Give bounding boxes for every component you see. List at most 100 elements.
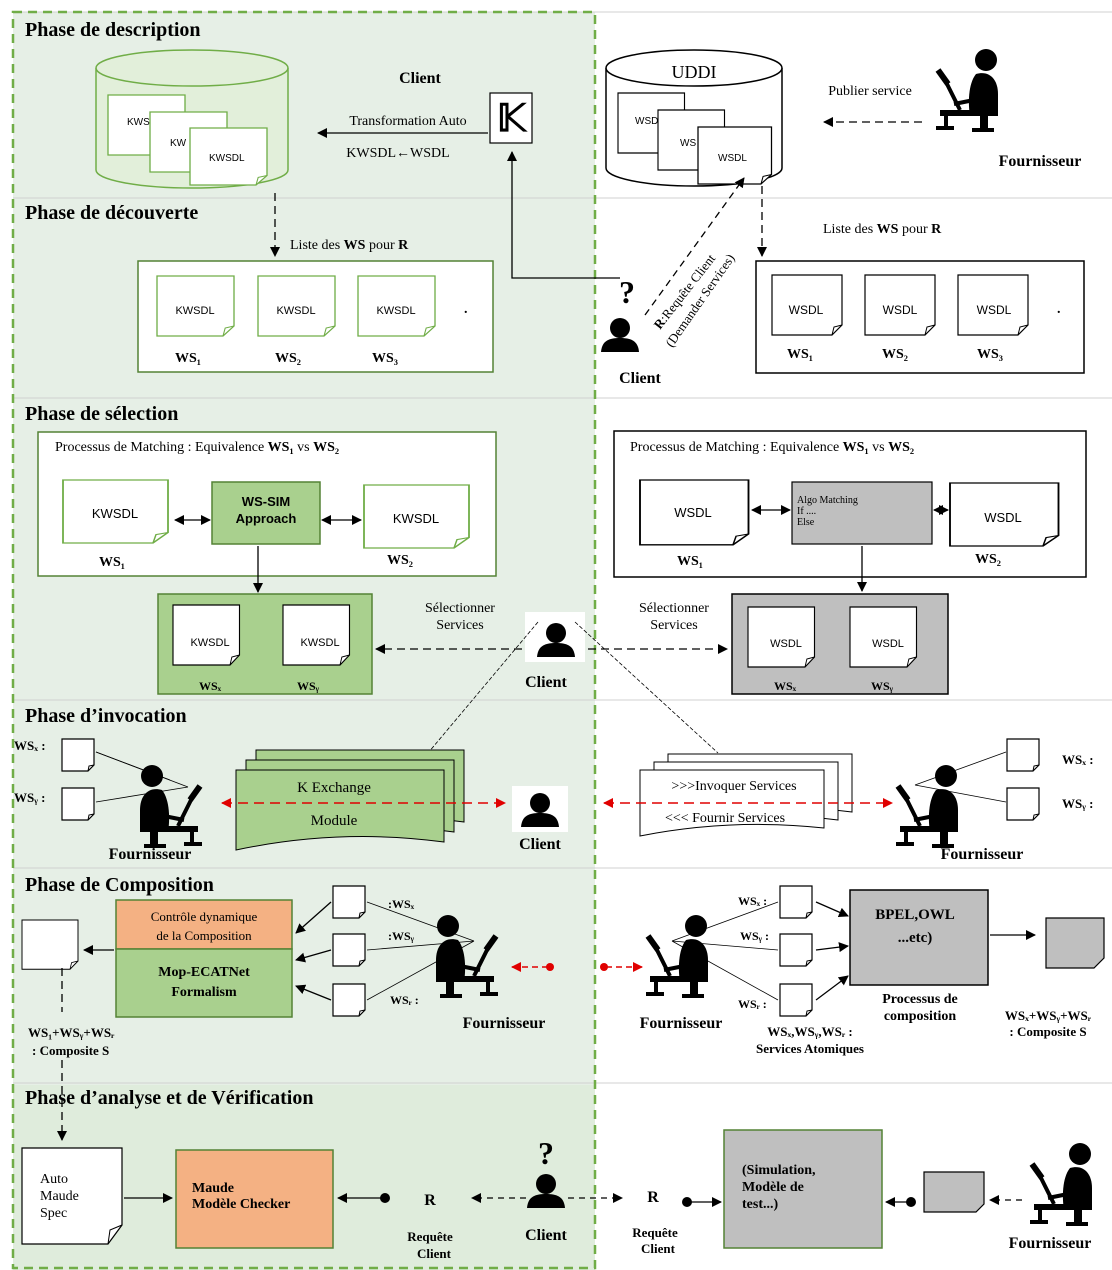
publier-service-label: Publier service: [828, 84, 912, 99]
requete-r-left: R: [424, 1192, 436, 1209]
auto-maude-spec-doc: [21, 1147, 123, 1245]
match-ws2-right: WS₂: [975, 552, 1001, 567]
fournisseur-label-inv-right: Fournisseur: [941, 846, 1024, 863]
composite-left-2: : Composite S: [32, 1043, 109, 1058]
phase-description-title: Phase de description: [25, 19, 201, 41]
algo-line-1: Algo Matching: [797, 495, 858, 506]
more-dot-right: .: [1057, 302, 1061, 317]
wsdl-partial-2: WS: [680, 138, 696, 149]
kwsdl-match-ws2: KWSDL: [393, 511, 439, 526]
sim-label-1: (Simulation,: [742, 1163, 816, 1178]
ws-sim-label-1: WS-SIM: [242, 494, 290, 509]
liste-ws-left: Liste des WS pour R: [290, 238, 409, 253]
k-exchange-label: K Exchange: [297, 780, 371, 796]
match-ws1-left: WS₁: [99, 555, 125, 570]
atomiques-label-1: WSₓ,WSᵧ,WSᵣ :: [767, 1024, 852, 1039]
composite-left-1: WS₁+WSᵧ+WSᵣ: [28, 1025, 115, 1040]
maude-checker-label-2: Modèle Checker: [192, 1197, 290, 1212]
ws3-left: WS₃: [372, 351, 398, 366]
requete-left-1: Requête: [407, 1229, 453, 1244]
composite-doc-analyse: [923, 1171, 985, 1213]
invoquer-label: >>>Invoquer Services: [671, 779, 796, 794]
wsdl-ws3: WSDL: [977, 303, 1012, 317]
phase-decouverte-title: Phase de découverte: [25, 202, 198, 224]
client-to-kexchange-line: [427, 621, 539, 754]
inv-wsx-right: WSₓ :: [1062, 752, 1094, 767]
requete-right-1: Requête: [632, 1225, 678, 1240]
controle-label-2: de la Composition: [156, 928, 252, 943]
ws2-right: WS₂: [882, 347, 908, 362]
left-dashed-frame: [11, 10, 597, 1270]
k-logo-box: [489, 92, 533, 144]
kwsdl-label-partial-2: KW: [170, 138, 187, 149]
wsdl-ws1: WSDL: [789, 303, 824, 317]
inv-wsx-left: WSₓ :: [14, 738, 46, 753]
kwsdl-ws1: KWSDL: [175, 305, 214, 317]
requete-right-2: Client: [641, 1241, 676, 1256]
selected-kwsdl-y: KWSDL: [300, 637, 339, 649]
selected-wsy-left: WSᵧ: [297, 679, 320, 693]
match-ws1-right: WS₁: [677, 554, 703, 569]
selected-wsdl-x: WSDL: [770, 638, 802, 650]
controle-label-1: Contrôle dynamique: [151, 909, 258, 924]
kwsdl-label-3: KWSDL: [209, 153, 245, 164]
client-icon-discovery: [601, 318, 639, 352]
requete-r-right: R: [647, 1189, 659, 1206]
maude-label: Maude: [40, 1189, 79, 1204]
match-ws2-left: WS₂: [387, 553, 413, 568]
request-to-k-arrow: [507, 151, 620, 279]
comp-wsz-left: WSᵣ :: [390, 993, 419, 1007]
selected-wsx-right: WSₓ: [774, 679, 797, 693]
selected-kwsdl-x: KWSDL: [190, 637, 229, 649]
bpel-owl-box: [849, 889, 989, 986]
maude-checker-box: [175, 1149, 334, 1249]
algo-line-2: If ....: [797, 506, 816, 517]
controle-dynamique-box: [115, 899, 293, 950]
selected-wsdl-y: WSDL: [872, 638, 904, 650]
phase-composition-title: Phase de Composition: [25, 874, 214, 896]
bpel-label-1: BPEL,OWL: [875, 907, 955, 923]
kwsdl-from-wsdl-label: KWSDL←WSDL: [346, 146, 449, 161]
wsdl-label-uddi: WSDL: [718, 153, 747, 164]
kwsdl-ws2: KWSDL: [276, 305, 315, 317]
uddi-label: UDDI: [672, 62, 717, 82]
client-label-analyse: Client: [525, 1227, 567, 1244]
question-icon-analyse: ?: [538, 1135, 554, 1171]
sim-label-3: test...): [742, 1197, 778, 1212]
inv-wsy-right: WSᵧ :: [1062, 796, 1093, 811]
wsdl-ws2: WSDL: [883, 303, 918, 317]
bpel-label-2: ...etc): [898, 930, 933, 946]
processus-label-2: composition: [884, 1009, 957, 1024]
ws1-right: WS₁: [787, 347, 813, 362]
matching-title-right: Processus de Matching : Equivalence WS₁ …: [630, 440, 914, 455]
phase-selection-title: Phase de sélection: [25, 403, 178, 425]
question-icon-discovery: ?: [619, 274, 635, 310]
comp-wsx-right: WSₓ :: [738, 894, 767, 908]
inv-wsy-left: WSᵧ :: [14, 790, 45, 805]
k-exchange-module-stack: [235, 749, 465, 851]
fournisseur-label-comp-left: Fournisseur: [463, 1015, 546, 1032]
client-label-top: Client: [399, 70, 441, 87]
sim-label-2: Modèle de: [742, 1180, 804, 1195]
ws2-left: WS₂: [275, 351, 301, 366]
request-to-uddi-arrow: [644, 177, 745, 316]
ws3-right: WS₃: [977, 347, 1003, 362]
matching-title-left: Processus de Matching : Equivalence WS₁ …: [55, 440, 339, 455]
liste-ws-right: Liste des WS pour R: [823, 222, 942, 237]
ws1-left: WS₁: [175, 351, 201, 366]
auto-label: Auto: [40, 1172, 68, 1187]
fournisseur-icon-analyse: [1030, 1143, 1092, 1226]
client-label-discovery: Client: [619, 370, 661, 387]
maude-checker-label-1: Maude: [192, 1181, 234, 1196]
k-logo: 𝕂: [497, 98, 528, 140]
composite-doc-right: [1045, 917, 1105, 969]
wsdl-match-ws2: WSDL: [984, 510, 1022, 525]
phase-invocation-title: Phase d’invocation: [25, 705, 187, 727]
fournisseur-label-comp-right: Fournisseur: [640, 1015, 723, 1032]
mop-ecatnet-box: [115, 948, 293, 1018]
client-to-invoquer-line: [574, 621, 719, 754]
wsdl-partial-1: WSD: [635, 116, 658, 127]
spec-label: Spec: [40, 1206, 67, 1221]
kwsdl-match-ws1: KWSDL: [92, 506, 138, 521]
